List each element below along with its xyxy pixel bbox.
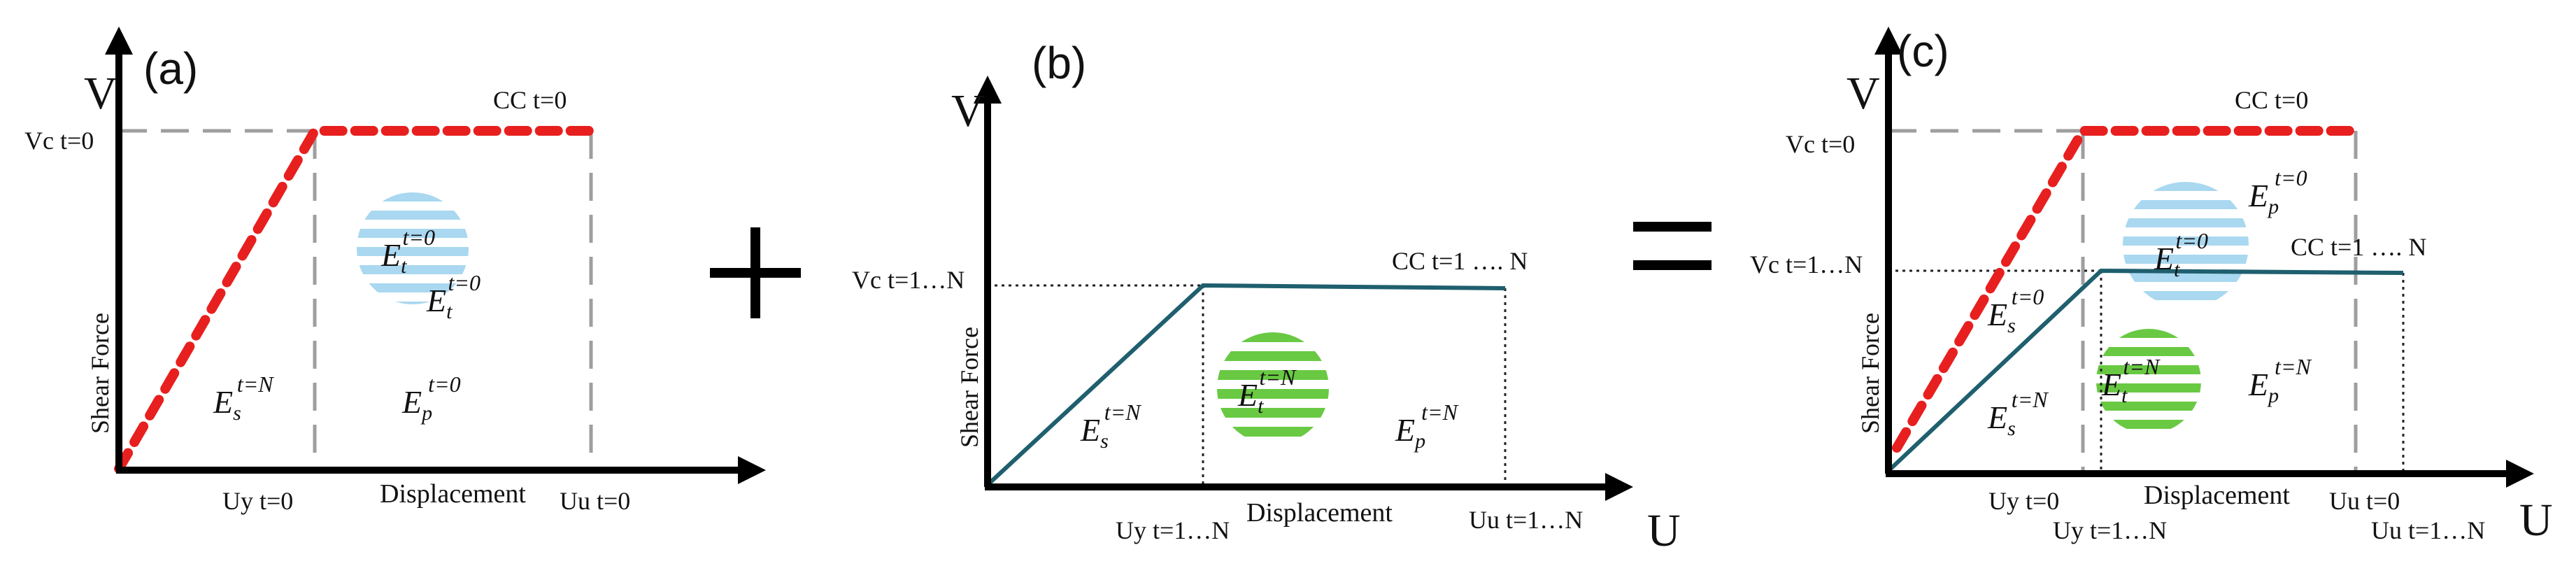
panel-a-energy-es: Est=N (213, 372, 274, 425)
panel-a: V (a) Vc t=0 CC t=0 Uy t=0 Displacement … (24, 27, 766, 515)
panel-a-v-axis-letter: V (84, 68, 118, 119)
panel-c-energy-ep-n: Ept=N (2248, 354, 2312, 407)
panel-c-energy-et-0: Ett=0 (2154, 228, 2208, 281)
panel-b-uy-label: Uy t=1…N (1116, 516, 1230, 544)
panel-a-vc-label: Vc t=0 (24, 127, 94, 155)
panel-a-x-arrowhead (738, 456, 766, 484)
panel-c-teal-curve (1886, 268, 2404, 473)
panel-a-uu-label: Uu t=0 (560, 487, 630, 515)
panel-a-label: (a) (143, 43, 198, 94)
panel-a-energy-et-1: Ett=0 (380, 225, 435, 278)
panel-b: V (b) Vc t=1…N CC t=1 …. N Uy t=1…N Disp… (852, 38, 1681, 556)
panel-b-y-arrowhead (974, 76, 1002, 104)
panel-b-energy-ep: Ept=N (1395, 399, 1459, 453)
panel-a-xlabel: Displacement (380, 479, 526, 509)
panel-a-uy-label: Uy t=0 (222, 487, 293, 515)
panel-b-vc-label: Vc t=1…N (852, 266, 965, 294)
panel-c-y-arrowhead (1874, 27, 1902, 55)
panel-c-v-axis-letter: V (1846, 68, 1880, 119)
panel-b-uu-label: Uu t=1…N (1469, 506, 1583, 534)
panel-a-red-curve (114, 126, 596, 474)
panel-a-cc-label: CC t=0 (493, 86, 567, 114)
panel-c-uy0-label: Uy t=0 (1988, 487, 2059, 515)
panel-b-teal-curve (985, 283, 1506, 487)
panel-b-label: (b) (1032, 38, 1086, 88)
panel-b-energy-et: Ett=N (1237, 365, 1297, 418)
panel-a-energy-et-2: Ett=0 (426, 270, 481, 323)
panel-c-cc0-label: CC t=0 (2235, 86, 2308, 114)
panel-c-energy-es-n: Est=N (1987, 387, 2049, 440)
panel-b-v-axis-letter: V (951, 85, 985, 136)
panel-a-y-arrowhead (105, 27, 133, 55)
plus-operator (710, 227, 801, 318)
panel-b-u-axis-letter: U (1647, 505, 1681, 556)
panel-c-energy-et-n: Ett=N (2101, 354, 2161, 407)
panel-a-energy-ep: Ept=0 (401, 372, 461, 425)
panel-b-x-arrowhead (1605, 473, 1633, 501)
panel-c-energy-es-0: Est=0 (1987, 284, 2044, 337)
panel-c-uu0-label: Uu t=0 (2329, 487, 2400, 515)
panel-c-energy-ep-0: Ept=0 (2248, 165, 2307, 218)
panel-b-xlabel: Displacement (1246, 498, 1393, 528)
panel-c-red-curve (1892, 126, 2361, 453)
panel-b-ylabel: Shear Force (955, 327, 983, 448)
panel-c-cc1-label: CC t=1 …. N (2291, 233, 2426, 261)
panel-c-uu1-label: Uu t=1…N (2371, 516, 2485, 544)
panel-c-vc0-label: Vc t=0 (1786, 130, 1855, 158)
panel-b-cc-label: CC t=1 …. N (1392, 247, 1528, 275)
panel-a-ylabel: Shear Force (86, 313, 114, 434)
equals-operator (1633, 222, 1712, 270)
panel-b-energy-es: Est=N (1080, 399, 1141, 453)
panel-c-label: (c) (1897, 26, 1949, 76)
panel-c-ylabel: Shear Force (1856, 313, 1884, 434)
panel-c-vc1-label: Vc t=1…N (1750, 250, 1863, 278)
panel-c-uy1-label: Uy t=1…N (2053, 516, 2167, 544)
panel-c: V (c) Vc t=0 Vc t=1…N CC t=0 CC t=1 …. N… (1750, 26, 2553, 546)
panel-c-u-axis-letter: U (2519, 495, 2553, 546)
panel-c-x-arrowhead (2506, 460, 2534, 488)
panel-c-xlabel: Displacement (2144, 481, 2290, 510)
